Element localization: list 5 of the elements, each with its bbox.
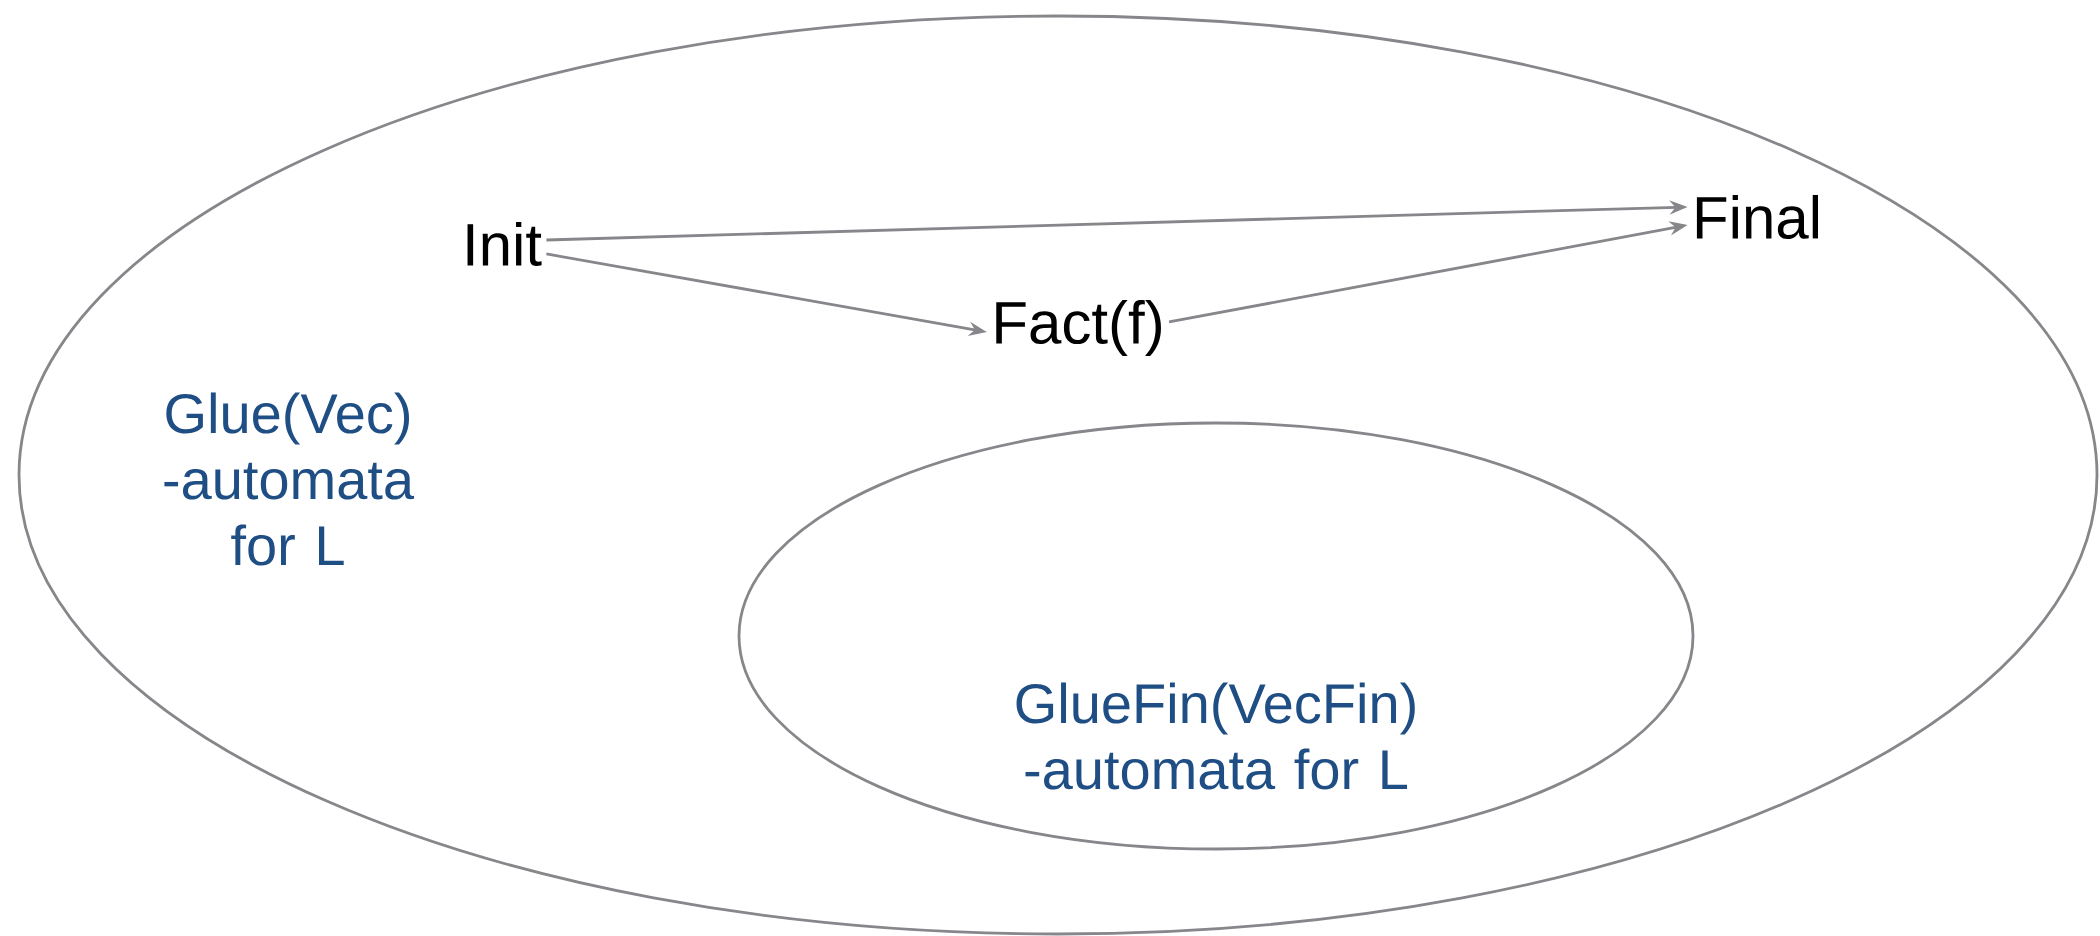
region-label: Glue(Vec) -automata for L bbox=[164, 392, 415, 566]
region-label: GlueFin(VecFin) -automata for L bbox=[1016, 682, 1415, 790]
state-label: Init bbox=[467, 222, 542, 266]
state-label: Fact(f) bbox=[996, 300, 1161, 356]
state-label: Final bbox=[1696, 194, 1818, 240]
